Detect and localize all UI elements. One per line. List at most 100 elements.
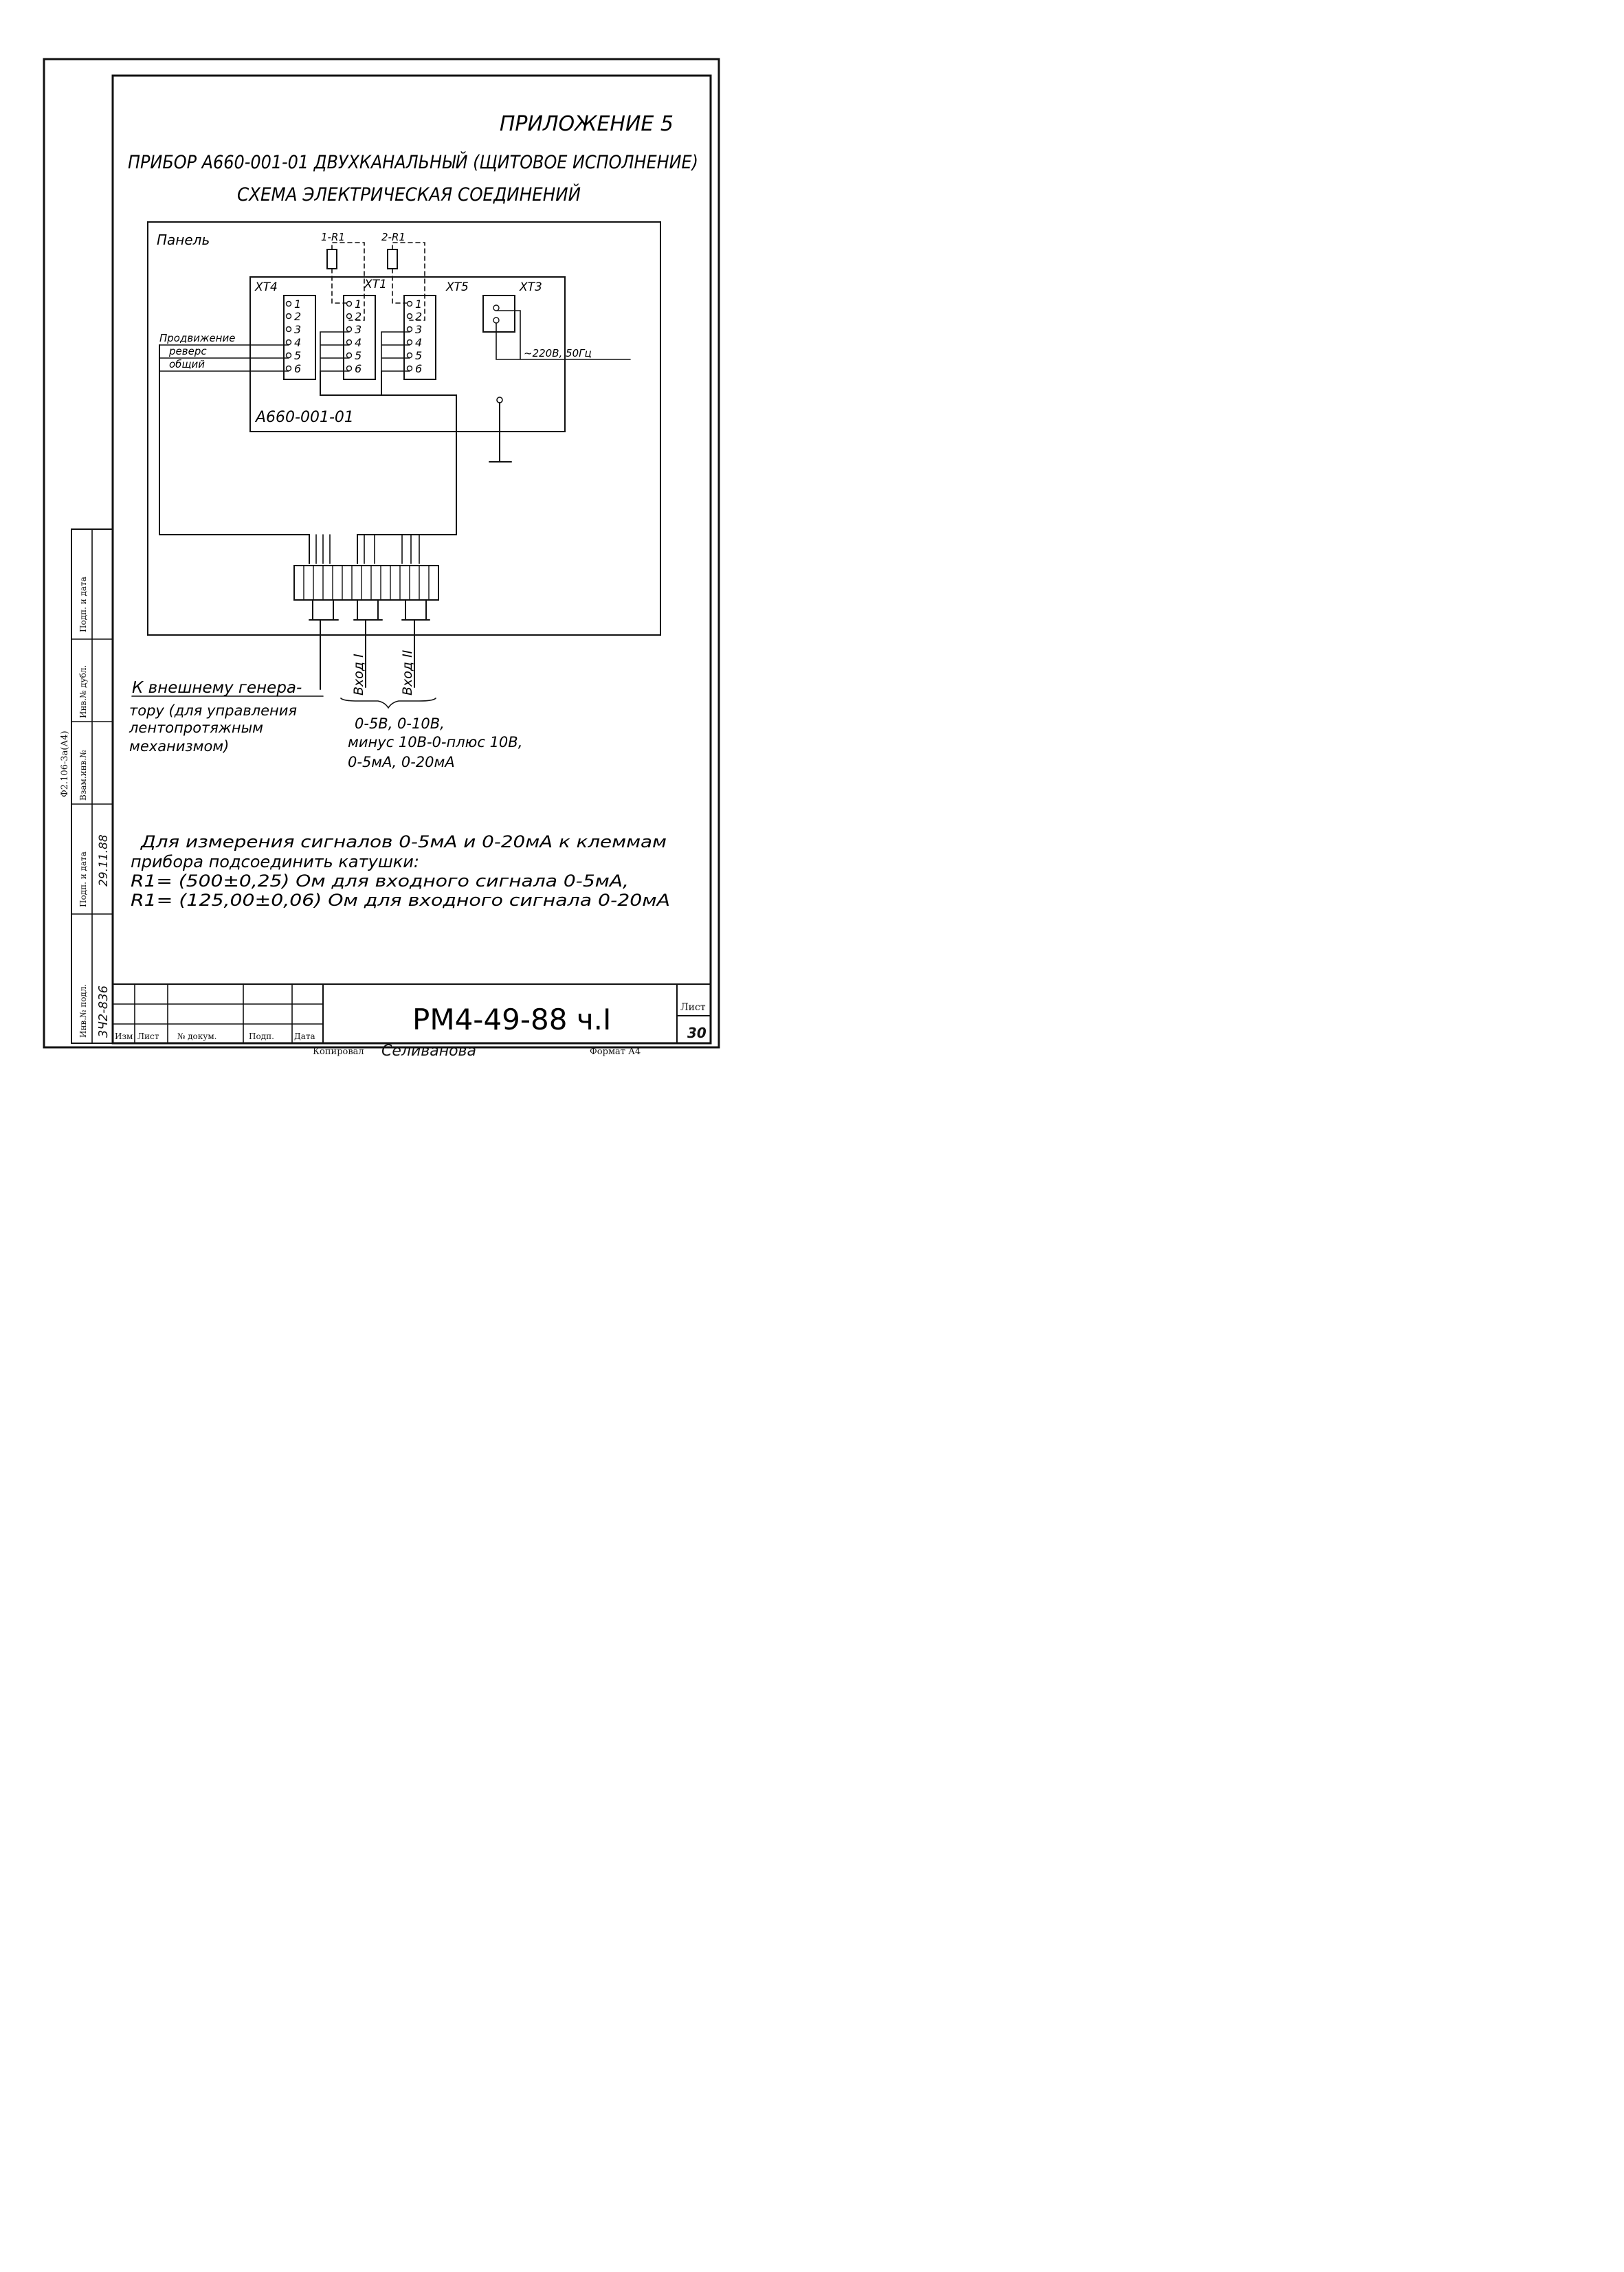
input-2-label: Вход II	[400, 649, 415, 695]
terminal-number: 5	[355, 349, 361, 362]
input-ranges: 0-5В, 0-10В, минус 10В-0-плюс 10В, 0-5мА…	[348, 715, 522, 770]
terminal-number: 4	[415, 336, 422, 349]
terminal-xt1-6	[346, 365, 353, 372]
note-line: R1= (125,00±0,06) Ом для входного сигнал…	[131, 891, 670, 910]
input-range-line: 0-5В, 0-10В,	[355, 715, 445, 732]
tb-header-date: Дата	[294, 1032, 315, 1041]
panel-outline	[147, 221, 661, 636]
tb-header-docnum: № докум.	[177, 1032, 217, 1041]
cable-strands	[315, 534, 420, 564]
input-range-line: 0-5мА, 0-20мА	[348, 754, 455, 770]
signal-reverse: реверс	[168, 345, 207, 357]
power-label: ~220В, 50Гц	[524, 347, 592, 359]
device-outline	[249, 276, 566, 432]
wire-xt3-power	[496, 310, 631, 360]
note-line: Для измерения сигналов 0-5мА и 0-20мА к …	[140, 832, 667, 851]
terminal-xt5-6	[406, 365, 413, 372]
terminal-xt4-1	[285, 300, 292, 307]
note-line: прибора подсоединить катушки:	[131, 852, 419, 871]
side-stamp-lines	[71, 528, 113, 1044]
ground-symbol	[489, 402, 512, 463]
signal-advance: Продвижение	[159, 332, 235, 344]
connector-dividers	[303, 565, 430, 601]
signal-common: общий	[169, 358, 205, 370]
terminal-number: 2	[355, 310, 361, 323]
stamp-format: Ф2.106-3а(А4)	[60, 731, 70, 797]
terminal-xt5-5	[406, 352, 413, 359]
stamp-cell-replace-inv: Взам.инв.№	[78, 750, 88, 801]
resistor-1-r1-dashed	[331, 242, 365, 321]
tb-sheet-label: Лист	[680, 1002, 706, 1013]
terminal-number: 3	[415, 323, 422, 336]
terminal-number: 2	[415, 310, 422, 323]
generator-note-line: тору (для управления	[129, 702, 297, 719]
tb-copied-by: Селиванова	[381, 1043, 476, 1060]
panel-label: Панель	[157, 232, 210, 248]
measurement-note: Для измерения сигналов 0-5мА и 0-20мА к …	[131, 832, 670, 910]
stamp-cell-inv-dup: Инв.№ дубл.	[78, 665, 88, 718]
terminal-number: 1	[294, 298, 301, 311]
terminal-xt1-1	[346, 300, 353, 307]
stamp-date-value: 29.11.88	[97, 834, 111, 887]
input-range-line: минус 10В-0-плюс 10В,	[348, 734, 522, 750]
terminal-xt4-5	[285, 352, 292, 359]
wire-xt5-jumper	[381, 331, 410, 372]
appendix-label: ПРИЛОЖЕНИЕ 5	[500, 112, 674, 136]
terminal-xt3-2	[493, 317, 500, 324]
terminal-xt4-2	[285, 313, 292, 320]
cable-main	[159, 534, 457, 564]
terminal-number: 6	[294, 362, 301, 375]
generator-note: К внешнему генера- тору (для управления …	[129, 679, 302, 755]
tb-header-change: Изм	[115, 1032, 133, 1041]
resistor-1-r1	[326, 249, 337, 269]
terminal-circles	[285, 300, 500, 372]
input-1-label: Вход I	[351, 654, 366, 695]
terminal-number: 5	[415, 349, 422, 362]
block-xt4	[283, 295, 316, 380]
terminal-number: 2	[294, 310, 301, 323]
resistor-2-label: 2-R1	[381, 231, 405, 243]
ground-terminal	[496, 397, 503, 403]
terminal-number: 3	[294, 323, 301, 336]
terminal-xt5-4	[406, 339, 413, 346]
block-xt3-label: ХТ3	[519, 280, 542, 294]
brace-inputs	[340, 698, 436, 709]
block-xt5-label: ХТ5	[445, 280, 469, 294]
resistor-2-r1-dashed	[392, 242, 425, 321]
generator-note-line: К внешнему генера-	[132, 679, 302, 697]
terminal-xt1-2	[346, 313, 353, 320]
terminal-number: 1	[415, 298, 422, 311]
resistor-1-label: 1-R1	[321, 231, 345, 243]
terminal-xt5-2	[406, 313, 413, 320]
terminal-number: 4	[294, 336, 301, 349]
block-xt1	[343, 295, 376, 380]
terminal-xt1-3	[346, 326, 353, 333]
note-line: R1= (500±0,25) Ом для входного сигнала 0…	[131, 871, 629, 891]
wire-xt1-bus	[320, 370, 457, 535]
title-block-frame	[112, 983, 711, 1044]
generator-note-line: механизмом)	[129, 738, 229, 755]
terminal-number: 6	[415, 362, 422, 375]
generator-note-line: лентопротяжным	[129, 720, 263, 736]
tb-format-label: Формат А4	[590, 1047, 641, 1057]
block-xt5	[403, 295, 436, 380]
terminal-number: 1	[355, 298, 361, 311]
terminal-xt4-6	[285, 365, 292, 372]
terminal-number: 5	[294, 349, 301, 362]
device-label: А660-001-01	[254, 409, 354, 426]
output-generator	[309, 599, 339, 690]
sheet-outer-border	[43, 58, 720, 1049]
terminal-xt4-4	[285, 339, 292, 346]
page-subtitle: СХЕМА ЭЛЕКТРИЧЕСКАЯ СОЕДИНЕНИЙ	[237, 183, 581, 205]
block-xt1-label: ХТ1	[364, 278, 387, 291]
terminal-xt5-3	[406, 326, 413, 333]
drawing-sheet: ПРИЛОЖЕНИЕ 5 ПРИБОР А660-001-01 ДВУХКАНА…	[43, 58, 720, 1060]
wire-xt1-jumper	[320, 331, 350, 372]
stamp-cell-sign-date-2: Подп. и дата	[78, 851, 88, 907]
connector-strip	[293, 565, 439, 601]
terminal-xt1-4	[346, 339, 353, 346]
terminal-xt5-1	[406, 300, 413, 307]
terminal-number: 3	[355, 323, 361, 336]
terminal-xt4-3	[285, 326, 292, 333]
output-input1	[353, 599, 383, 688]
